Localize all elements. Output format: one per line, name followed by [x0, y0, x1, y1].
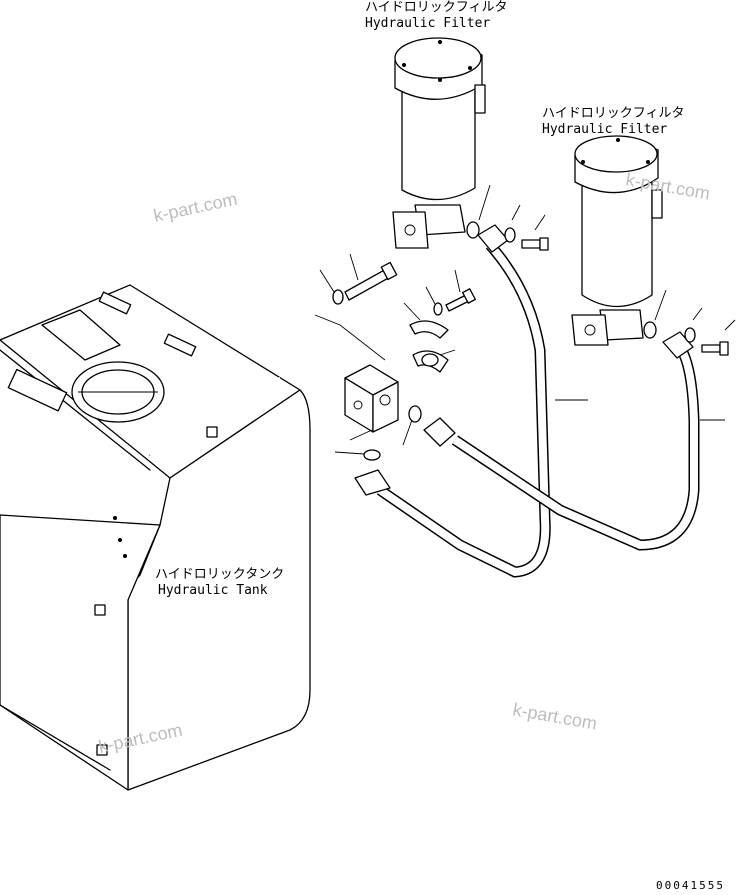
drawing-number: 00041555 [656, 879, 725, 892]
leader-line [402, 419, 413, 446]
leader-line [349, 429, 373, 441]
watermark: k-part.com [511, 699, 598, 733]
o-ring [408, 405, 422, 423]
bolt-and-washer [319, 253, 398, 305]
hose-upper [354, 224, 588, 578]
valve-block [344, 364, 399, 433]
watermark: k-part.com [152, 189, 239, 226]
hydraulic-tank [0, 284, 311, 791]
small-bolt [425, 269, 476, 316]
tank-label-en: Hydraulic Tank [158, 583, 268, 598]
filter-1-label-jp: ハイドロリックフィルタ [365, 0, 507, 15]
hydraulic-filter-2 [571, 135, 736, 356]
hydraulic-filter-1 [392, 37, 549, 251]
leader-line [314, 314, 386, 361]
clamp-halves [403, 302, 456, 373]
tank-label-jp: ハイドロリックタンク [155, 567, 284, 582]
leader-line [334, 451, 365, 455]
hose-lower [423, 331, 725, 551]
filter-2-label-en: Hydraulic Filter [542, 122, 667, 137]
filter-2-label-jp: ハイドロリックフィルタ [542, 106, 684, 121]
filter-1-label-en: Hydraulic Filter [365, 16, 490, 31]
o-ring [363, 449, 381, 461]
